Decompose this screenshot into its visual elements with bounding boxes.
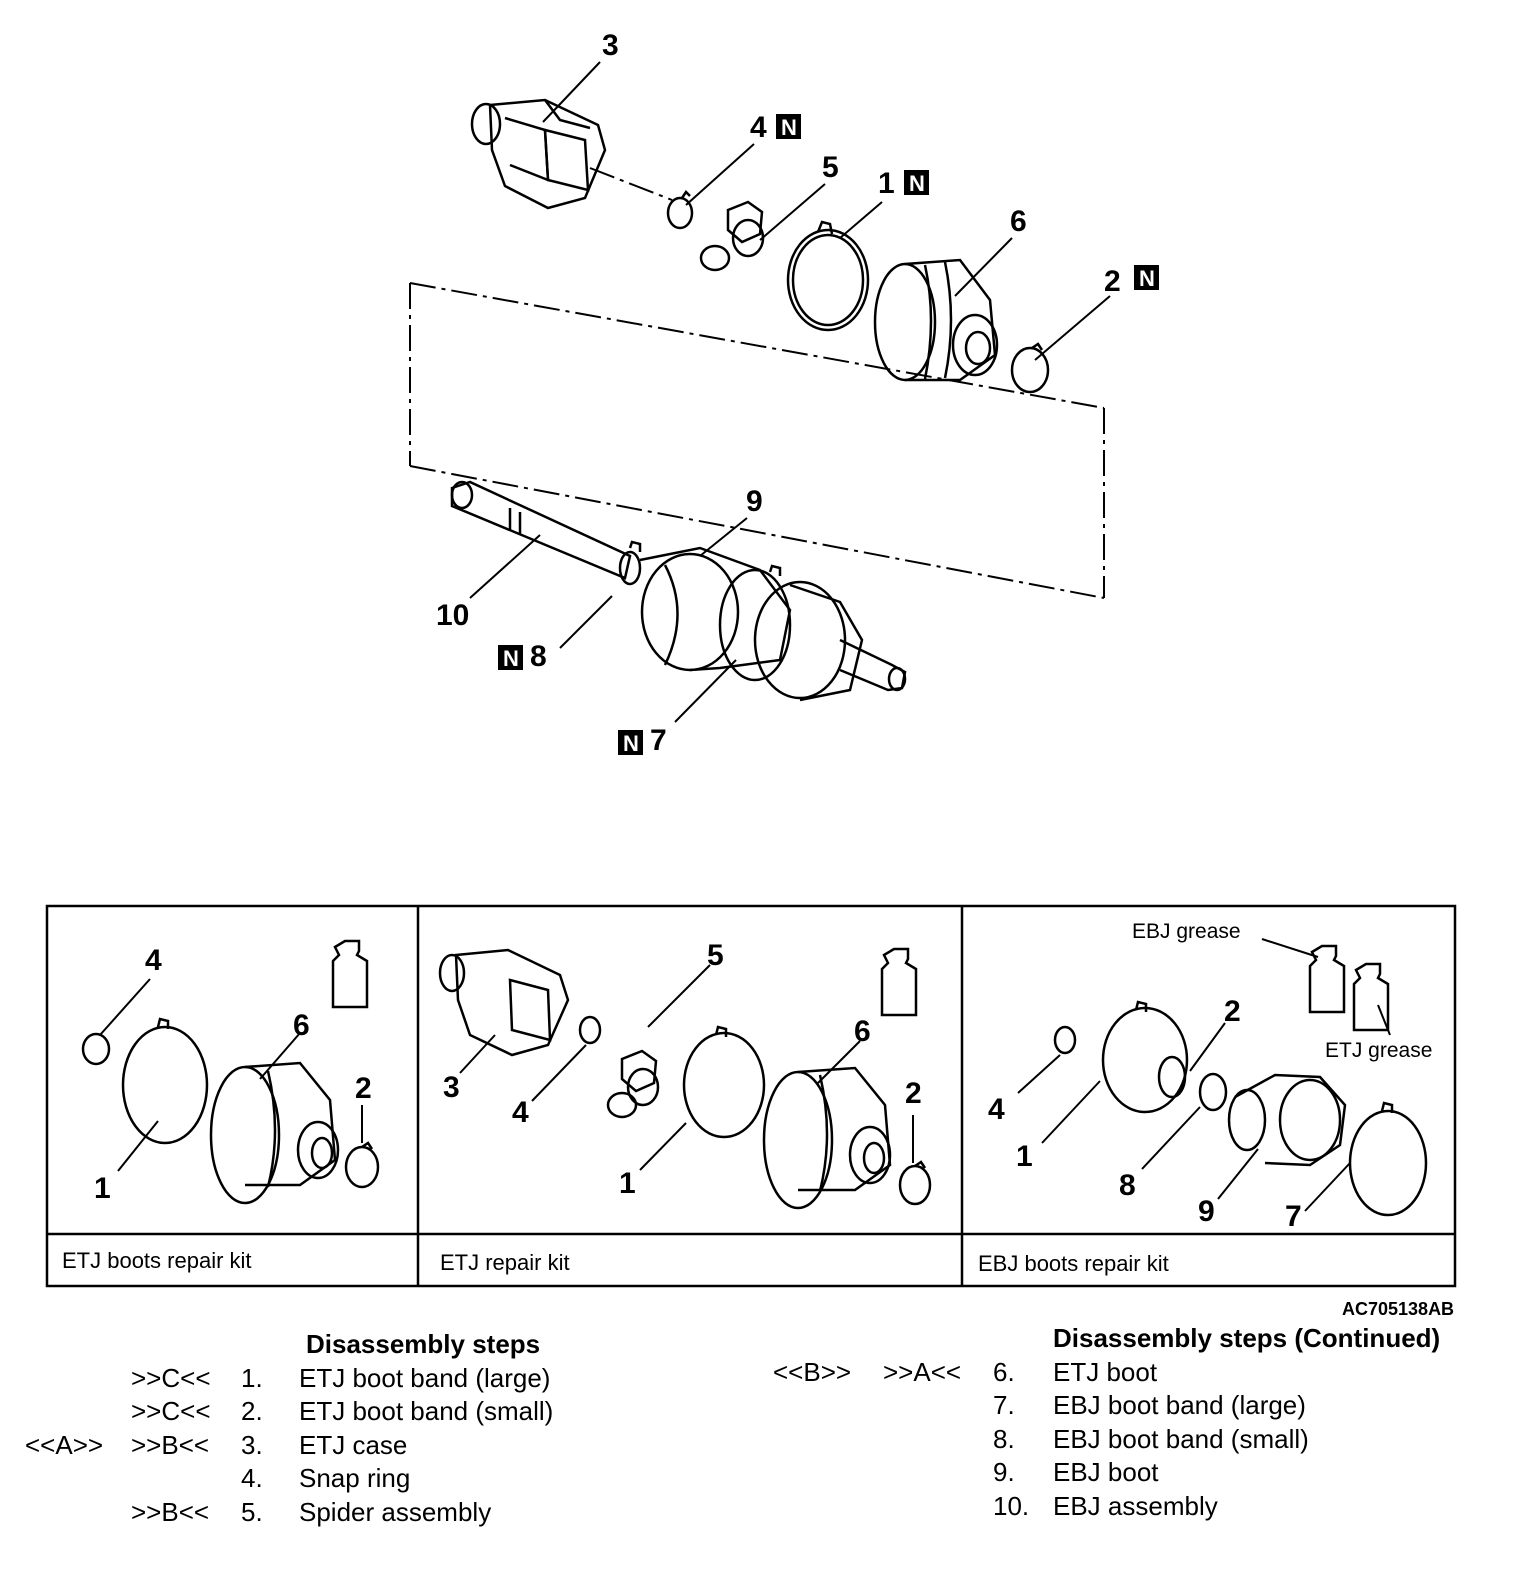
step-row: 10.EBJ assembly	[993, 1490, 1218, 1521]
callout-7: 7	[650, 724, 667, 757]
kit3-callout-8: 8	[1119, 1169, 1136, 1202]
kit2-callout-3: 3	[443, 1071, 460, 1104]
steps-continued-title: Disassembly steps (Continued)	[1053, 1323, 1441, 1353]
kit-ebj-boots-name: EBJ boots repair kit	[978, 1251, 1169, 1276]
step-row: 9.EBJ boot	[993, 1457, 1159, 1487]
etj-case-part	[470, 98, 607, 210]
callout-8: 8	[530, 640, 547, 673]
kit1-callout-2: 2	[355, 1072, 372, 1105]
callout-2: 2	[1104, 265, 1121, 298]
step-row: 7.EBJ boot band (large)	[993, 1390, 1306, 1420]
repair-kit-table: 4 6 2 1 5 6 3 4 2 1 2 4 1 8 9 7 EBJ grea…	[45, 904, 1457, 1319]
callout-6: 6	[1010, 205, 1027, 238]
svg-text:N: N	[909, 171, 925, 196]
kit2-callout-4: 4	[512, 1096, 529, 1129]
kit-etj-name: ETJ repair kit	[440, 1250, 570, 1275]
kit1-callout-6: 6	[293, 1009, 310, 1042]
svg-text:N: N	[1139, 266, 1155, 291]
callout-1: 1	[878, 167, 895, 200]
kit3-callout-2: 2	[1224, 995, 1241, 1028]
callout-10: 10	[436, 599, 469, 632]
kit2-callout-6: 6	[854, 1015, 871, 1048]
etj-boot-band-small-part	[1010, 342, 1050, 394]
kit2-callout-1: 1	[619, 1167, 636, 1200]
disassembly-steps: Disassembly steps >>C<<1.ETJ boot band (…	[25, 1328, 553, 1529]
etj-boot-part	[873, 258, 999, 382]
kit2-callout-5: 5	[707, 939, 724, 972]
assembly-centerlines	[409, 167, 1105, 599]
exploded-diagram: 3 4 5 1 6 2 9 10 8 7 N N N N N	[409, 29, 1159, 757]
etj-boot-band-large-part	[786, 220, 870, 332]
kit3-callout-4: 4	[988, 1093, 1005, 1126]
kit-etj	[438, 947, 932, 1210]
steps-title: Disassembly steps	[306, 1329, 541, 1359]
step-row: >>C<<1.ETJ boot band (large)	[131, 1362, 551, 1393]
ebj-grease-label: EBJ grease	[1132, 920, 1241, 943]
step-row: >>B<<5.Spider assembly	[131, 1496, 492, 1527]
kit3-callout-1: 1	[1016, 1140, 1033, 1173]
callout-3: 3	[602, 29, 619, 62]
kit-ebj-boots	[1017, 938, 1428, 1217]
svg-text:N: N	[781, 115, 797, 140]
step-row: 4.Snap ring	[241, 1463, 411, 1493]
disassembly-steps-continued: Disassembly steps (Continued) <<B>>>>A<<…	[773, 1322, 1440, 1523]
callout-9: 9	[746, 485, 763, 518]
ebj-assembly-part	[450, 480, 907, 702]
step-row: 8.EBJ boot band (small)	[993, 1423, 1309, 1454]
callout-4: 4	[750, 111, 767, 144]
kit1-callout-4: 4	[145, 944, 162, 977]
kit2-callout-2: 2	[905, 1077, 922, 1110]
kit3-callout-7: 7	[1285, 1200, 1302, 1233]
kit3-callout-9: 9	[1198, 1195, 1215, 1228]
svg-text:N: N	[623, 731, 639, 756]
etj-grease-label: ETJ grease	[1325, 1039, 1432, 1062]
step-row: <<B>>>>A<<6.ETJ boot	[773, 1356, 1158, 1387]
step-row: <<A>>>>B<<3.ETJ case	[25, 1429, 408, 1460]
svg-text:N: N	[503, 646, 519, 671]
figure-code: AC705138AB	[1342, 1299, 1454, 1319]
new-part-marks: N N N N N	[498, 114, 1159, 756]
spider-assembly-part	[699, 200, 765, 272]
kit1-callout-1: 1	[94, 1172, 111, 1205]
step-row: >>C<<2.ETJ boot band (small)	[131, 1396, 554, 1426]
callout-5: 5	[822, 151, 839, 184]
leader-lines	[469, 61, 1111, 723]
kit-etj-boots-name: ETJ boots repair kit	[62, 1248, 252, 1273]
snap-ring-part	[666, 190, 694, 230]
kit-etj-boots	[81, 939, 380, 1205]
